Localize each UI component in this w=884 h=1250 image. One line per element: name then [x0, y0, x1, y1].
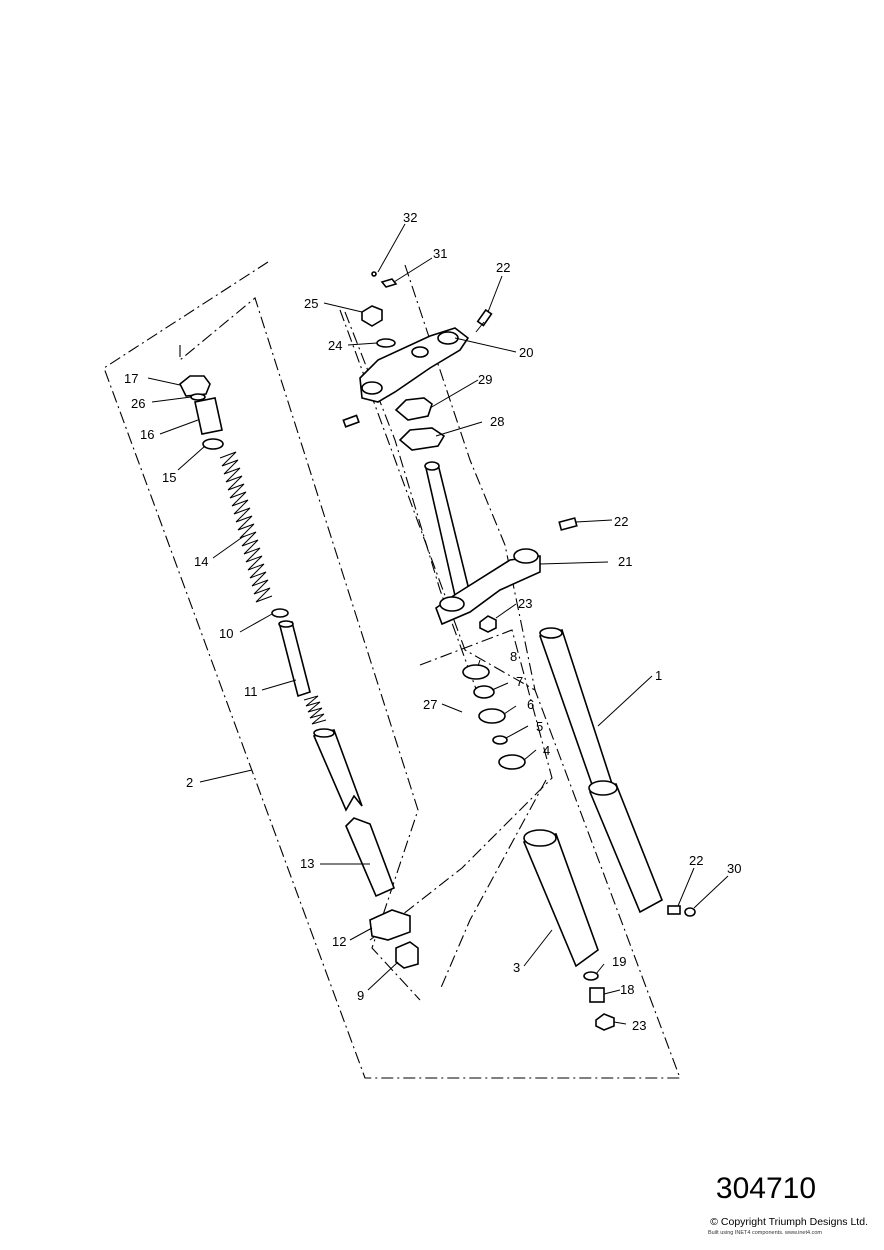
callout-25: 25 — [304, 296, 318, 311]
callout-28: 28 — [490, 414, 504, 429]
fork-spring — [219, 451, 273, 603]
callout-22: 22 — [689, 853, 703, 868]
axle-bolt — [667, 905, 681, 915]
drain-bolt-18 — [589, 987, 605, 1003]
top-yoke-axis — [404, 264, 536, 691]
oil-seal-6 — [478, 708, 506, 724]
callout-6: 6 — [527, 697, 534, 712]
nut-23 — [595, 1013, 615, 1031]
callout-20: 20 — [519, 345, 533, 360]
damper-group-boundary — [369, 629, 553, 941]
wedge-31 — [380, 278, 398, 288]
fork-outer-tube-upper — [312, 729, 363, 812]
cap-23 — [479, 615, 497, 633]
callout-31: 31 — [433, 246, 447, 261]
callout-15: 15 — [162, 470, 176, 485]
callout-29: 29 — [478, 372, 492, 387]
callout-10: 10 — [219, 626, 233, 641]
o-ring-8 — [462, 664, 490, 680]
callout-14: 14 — [194, 554, 208, 569]
callout-21: 21 — [618, 554, 632, 569]
fork-cap-17 — [178, 375, 211, 397]
credit-notice: Built using INET4 components. www.inet4.… — [707, 1230, 822, 1236]
callout-22: 22 — [614, 514, 628, 529]
pinch-bolt-top — [475, 308, 493, 333]
callout-4: 4 — [543, 743, 550, 758]
callout-9: 9 — [357, 988, 364, 1003]
adjuster-nut — [398, 427, 446, 451]
callout-5: 5 — [536, 719, 543, 734]
bottom-yoke-stem — [424, 461, 541, 626]
callout-13: 13 — [300, 856, 314, 871]
copyright-notice: © Copyright Triumph Designs Ltd. — [710, 1216, 868, 1228]
callout-22: 22 — [496, 260, 510, 275]
callout-2: 2 — [186, 775, 193, 790]
fork-leg-assembly-boundary — [103, 261, 681, 1079]
callout-18: 18 — [620, 982, 634, 997]
inner-assembly-boundary — [179, 297, 421, 1001]
callout-17: 17 — [124, 371, 138, 386]
seal-30 — [684, 907, 696, 917]
o-ring-26 — [190, 393, 206, 401]
callout-1: 1 — [655, 668, 662, 683]
damper-rod — [278, 620, 311, 698]
fork-tube — [538, 627, 664, 914]
callout-19: 19 — [612, 954, 626, 969]
callout-7: 7 — [516, 674, 523, 689]
callout-27: 27 — [423, 697, 437, 712]
callout-23: 23 — [632, 1018, 646, 1033]
bush-12 — [369, 909, 411, 941]
callout-16: 16 — [140, 427, 154, 442]
callout-23: 23 — [518, 596, 532, 611]
washer-15 — [202, 438, 224, 450]
lower-leg — [522, 829, 599, 968]
collar-7 — [473, 685, 495, 699]
callout-11: 11 — [244, 684, 258, 699]
spacer-16 — [194, 397, 223, 435]
clip-5 — [492, 735, 508, 745]
top-yoke — [359, 327, 470, 403]
bush-9 — [395, 941, 419, 969]
drawing-number: 304710 — [715, 1172, 816, 1205]
pinch-bolt-middle — [558, 517, 578, 531]
lower-leg-axis — [439, 779, 547, 991]
cap-nut — [361, 305, 383, 327]
callout-32: 32 — [403, 210, 417, 225]
rebound-spring — [303, 695, 327, 725]
callout-30: 30 — [727, 861, 741, 876]
fork-outer-tube-lower — [345, 817, 396, 898]
leader-lines — [147, 223, 729, 1025]
callout-3: 3 — [513, 960, 520, 975]
bush-4 — [498, 754, 526, 770]
washer-19 — [583, 971, 599, 981]
washer-24 — [376, 338, 396, 348]
ring-10 — [271, 608, 289, 618]
bolt-left — [342, 414, 360, 428]
callout-24: 24 — [328, 338, 342, 353]
callout-12: 12 — [332, 934, 346, 949]
pin-32 — [371, 271, 377, 277]
callout-26: 26 — [131, 396, 145, 411]
stem-nut — [394, 397, 433, 421]
callout-8: 8 — [510, 649, 517, 664]
